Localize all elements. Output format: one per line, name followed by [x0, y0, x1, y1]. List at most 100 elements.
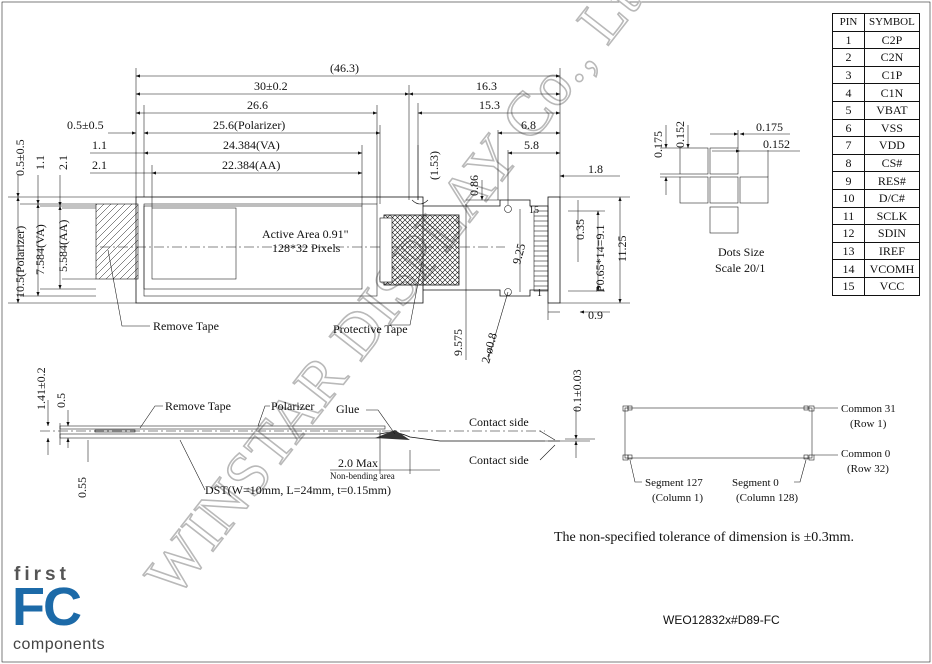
label-glue: Glue	[336, 402, 359, 416]
label-polarizer: Polarizer	[271, 399, 314, 413]
pin-symbol: C1P	[864, 65, 920, 85]
label-dst: DST(W=10mm, L=24mm, t=0.15mm)	[205, 483, 391, 497]
dots-0-175-v: 0.175	[651, 131, 665, 158]
pin-number: 12	[832, 224, 865, 243]
dots-0-152-v: 0.152	[673, 121, 687, 148]
pin-symbol: C1N	[864, 83, 920, 102]
top-dimensions: (46.3) 30±0.2 16.3 26.6 15.3 25.6(Polari…	[67, 61, 620, 200]
pin-number: 11	[832, 206, 865, 226]
protective-tape	[383, 214, 460, 286]
pin-symbol: VCOMH	[864, 259, 920, 278]
side-glue	[375, 430, 410, 440]
dim-5-8: 5.8	[524, 138, 539, 152]
scan-diagram: Common 31 (Row 1) Common 0 (Row 32) Segm…	[622, 403, 896, 504]
dim-glass: 26.6	[247, 98, 268, 112]
dim-pitch: P0.65*14=9.1	[593, 225, 607, 292]
side-polarizer	[59, 425, 386, 430]
active-area-pixels: 128*32 Pixels	[272, 241, 341, 255]
pin-number: 15	[832, 276, 865, 296]
dim-edge-1-1: 1.1	[92, 138, 107, 152]
dim-v-2-1: 2.1	[56, 155, 70, 170]
polarizer-outline	[143, 203, 378, 297]
dim-holes: 2-ø0.8	[478, 331, 500, 365]
company-logo: first FC components	[12, 564, 122, 659]
pin15-label: 15	[529, 205, 539, 216]
dim-2-0-max: 2.0 Max	[338, 456, 378, 470]
label-protective-tape: Protective Tape	[333, 322, 408, 336]
dim-outline: 30±0.2	[254, 79, 288, 93]
pin-number: 4	[832, 83, 865, 102]
dim-side-0-1: 0.1±0.03	[570, 369, 584, 412]
dim-9-25: 9.25	[509, 242, 528, 266]
pin-header: PIN	[832, 13, 865, 32]
pin-number: 5	[832, 100, 865, 120]
dim-side-0-55: 0.55	[75, 477, 89, 498]
dim-0-35: 0.35	[573, 219, 587, 240]
pin-number: 9	[832, 171, 865, 190]
watermark: WINSTAR DISPLAY Co., Ltd.	[132, 0, 683, 609]
pin-number: 10	[832, 188, 865, 208]
dim-v-0-5: 0.5±0.5	[13, 139, 27, 176]
pin-symbol: VCC	[864, 276, 920, 296]
alignment-hole-bottom	[504, 288, 512, 296]
dim-va: 24.384(VA)	[223, 138, 280, 152]
dim-aa: 22.384(AA)	[222, 158, 280, 172]
dots-caption-1: Dots Size	[718, 245, 764, 259]
label-remove-tape-side: Remove Tape	[165, 399, 231, 413]
pin1-label: 1	[537, 288, 542, 299]
side-glass-bottom	[59, 433, 381, 439]
pin-number: 13	[832, 241, 865, 261]
left-dimensions: 10.5(Polarizer) 7.584(VA) 5.584(AA) 0.5±…	[8, 139, 136, 304]
dim-0-86: 0.86	[467, 175, 481, 196]
dim-11-25: 11.25	[615, 235, 629, 262]
dim-aa-height: 5.584(AA)	[56, 220, 70, 272]
part-number: WEO12832x#D89-FC	[663, 613, 780, 627]
right-dimensions: 11.25 P0.65*14=9.1 0.35 0.9 0.86 9.25 9.…	[451, 175, 630, 365]
active-area	[151, 207, 237, 280]
front-view: 15 1 Active Area 0.91" 128*32 Pixels	[95, 196, 561, 304]
dim-edge-2-1: 2.1	[92, 158, 107, 172]
fpc-fingers	[534, 215, 548, 287]
alignment-hole-top	[504, 205, 512, 213]
dim-side-0-5: 0.5	[54, 393, 68, 408]
pin-symbol: SCLK	[864, 206, 920, 226]
dim-v-1-1: 1.1	[33, 155, 47, 170]
logo-fc: FC	[12, 577, 82, 637]
pin-symbol: VSS	[864, 118, 920, 138]
pin-table-header: PIN SYMBOL	[832, 13, 920, 32]
dots-0-152-h: 0.152	[763, 137, 790, 151]
row-32: (Row 32)	[847, 463, 889, 475]
pin-symbol: VBAT	[864, 100, 920, 120]
dim-polarizer-height: 10.5(Polarizer)	[13, 226, 27, 298]
dim-edge-0-5: 0.5±0.5	[67, 118, 104, 132]
dim-0-9: 0.9	[588, 308, 603, 322]
dim-overall: (46.3)	[330, 61, 359, 75]
pin-number: 1	[832, 30, 865, 50]
front-leaders: Remove Tape Protective Tape	[107, 249, 423, 336]
label-contact-side-top: Contact side	[469, 415, 529, 429]
dim-6-8: 6.8	[521, 118, 536, 132]
column-128: (Column 128)	[736, 492, 798, 504]
pin-number: 14	[832, 259, 865, 278]
active-area-title: Active Area 0.91"	[262, 227, 349, 241]
dots-0-175-h: 0.175	[756, 120, 783, 134]
pin-symbol: RES#	[864, 171, 920, 190]
pin-symbol: VDD	[864, 136, 920, 155]
dim-15-3: 15.3	[479, 98, 500, 112]
